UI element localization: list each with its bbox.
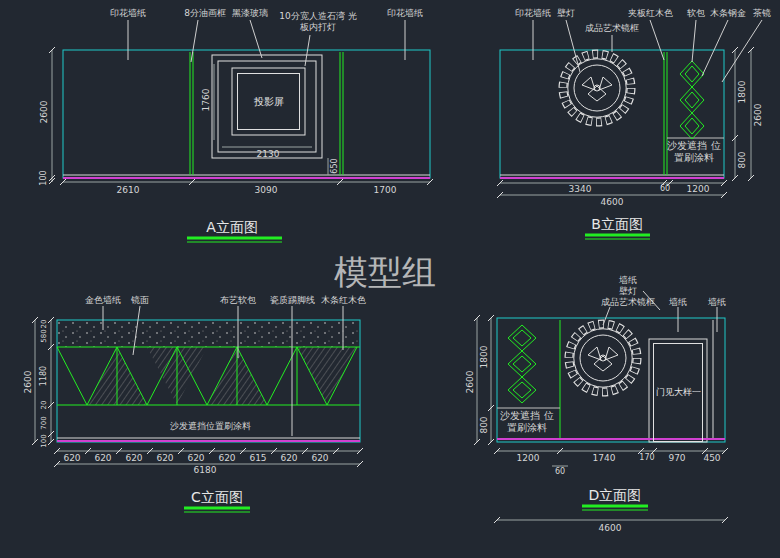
annotation-text: 印花墙纸	[110, 8, 146, 19]
dimension-text: 20	[40, 401, 48, 410]
node-text: 门见大样一	[656, 386, 701, 399]
dimension-text: 620	[187, 453, 204, 464]
annotation-text: 沙发遮挡 位置刷涂料	[500, 410, 554, 434]
annotation-text: 茶镜	[753, 8, 771, 19]
annotation-text: 印花墙纸	[515, 8, 551, 19]
annotation-text: 壁灯	[557, 8, 575, 19]
dimension-text: 3090	[255, 185, 278, 196]
dimension-text: 1760	[201, 89, 212, 112]
dimension-text: 800	[737, 151, 748, 168]
view-title: A立面图	[206, 219, 258, 236]
dimension-text: 4600	[599, 523, 622, 534]
annotation-text: 瓷质踢脚线	[270, 295, 315, 306]
elevation-c	[32, 306, 363, 512]
dimension-text: 4600	[601, 197, 624, 208]
annotation-text: 木条钢金	[710, 8, 746, 19]
annotation-text: 布艺软包	[220, 295, 256, 306]
dimension-text: 970	[668, 453, 685, 464]
dimension-text: 580	[40, 329, 48, 342]
annotation-text: 墙纸	[708, 297, 726, 308]
view-title: D立面图	[589, 487, 642, 504]
dimension-text: 620	[311, 453, 328, 464]
dimension-text: 3340	[569, 184, 592, 195]
dimension-text: 20	[40, 320, 48, 329]
annotation-text: 壁灯	[619, 286, 637, 297]
annotation-text: 沙发遮挡位置刷涂料	[170, 421, 251, 432]
view-title: B立面图	[591, 216, 643, 233]
elevation-d	[474, 291, 728, 523]
dimension-text: 1180	[39, 366, 49, 386]
dimension-text: 2600	[465, 371, 476, 394]
dimension-text: 620	[218, 453, 235, 464]
dimension-text: 170	[639, 453, 654, 463]
annotation-text: 成品艺术镜框	[601, 297, 655, 308]
dimension-text: 1800	[737, 81, 748, 104]
annotation-text: 8分油画框	[184, 8, 226, 19]
node-text: 投影屏	[254, 95, 284, 109]
dimension-text: 1200	[687, 184, 710, 195]
dimension-text: 60	[660, 184, 670, 194]
annotation-text: 夹板红木色	[628, 8, 673, 19]
mirror-frame-ornament	[563, 54, 631, 122]
dimension-text: 450	[703, 453, 720, 464]
annotation-text: 成品艺术镜框	[585, 23, 639, 34]
dimension-text: 60	[555, 467, 565, 477]
annotation-text: 墙纸	[669, 297, 687, 308]
dimension-text: 620	[94, 453, 111, 464]
dimension-text: 100	[40, 434, 48, 447]
view-title: C立面图	[191, 489, 243, 506]
dimension-text: 620	[125, 453, 142, 464]
annotation-text: 印花墙纸	[387, 8, 423, 19]
dimension-text: 615	[249, 453, 266, 464]
annotation-text: 软包	[687, 8, 705, 19]
dimension-text: 1740	[593, 453, 616, 464]
elevation-a	[49, 20, 433, 242]
mirror-frame-ornament	[569, 324, 637, 392]
watermark: 模型组	[334, 252, 436, 293]
dimension-text: 800	[479, 416, 490, 433]
dimension-text: 650	[330, 158, 340, 173]
dimension-text: 1200	[517, 453, 540, 464]
dimension-text: 620	[156, 453, 173, 464]
annotation-text: 金色墙纸	[85, 295, 121, 306]
annotation-text: 镜面	[131, 295, 149, 306]
annotation-text: 黑漆玻璃	[232, 8, 268, 19]
annotation-text: 木条红木色	[321, 295, 366, 306]
dimension-text: 2130	[257, 149, 280, 160]
annotation-text: 10分宽人造石湾 光板内打灯	[278, 11, 358, 33]
annotation-text: 墙纸	[619, 275, 637, 286]
dimension-text: 1800	[479, 346, 490, 369]
dimension-text: 700	[40, 416, 48, 429]
dimension-text: 2610	[117, 185, 140, 196]
dimension-text: 620	[280, 453, 297, 464]
dimension-text: 6180	[194, 465, 217, 476]
dimension-text: 2600	[39, 101, 50, 124]
elevation-b	[497, 20, 762, 239]
door-box: 门见大样一	[653, 343, 703, 442]
dimension-text: 2600	[23, 371, 34, 394]
dimension-text: 1700	[374, 185, 397, 196]
annotation-text: 沙发遮挡 位置刷涂料	[667, 140, 721, 164]
dimension-text: 100	[39, 170, 49, 185]
dimension-text: 2600	[753, 104, 764, 127]
projection-screen: 投影屏	[237, 73, 300, 130]
dimension-text: 620	[63, 453, 80, 464]
